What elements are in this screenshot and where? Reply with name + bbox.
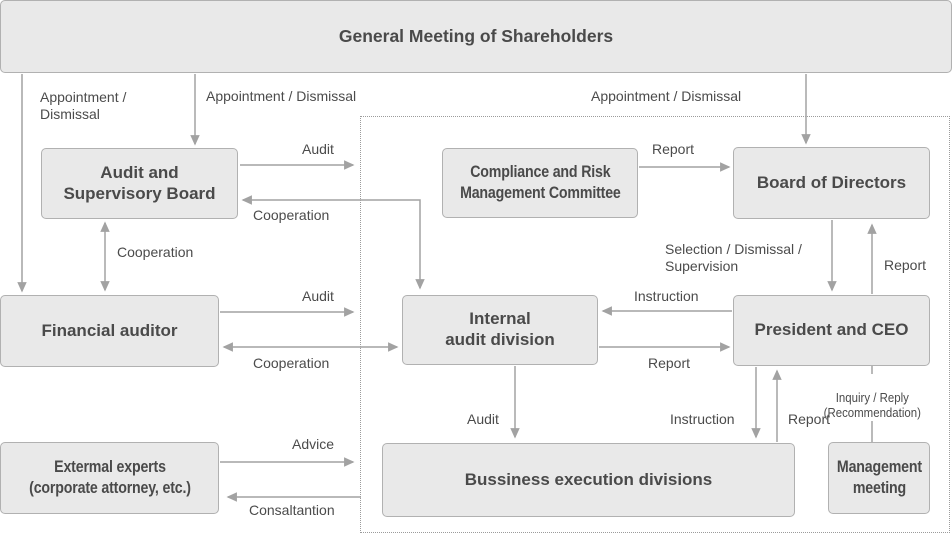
node-label: Financial auditor [41, 320, 178, 340]
node-management-meeting: Management meeting [828, 442, 930, 514]
edge-label-report-ceo-bod: Report [884, 257, 927, 273]
edge-label-selection-dismissal-supervision: Selection / Dismissal / Supervision [665, 241, 802, 274]
arrow-asb-iad-cooperation [241, 195, 425, 290]
edge-label-audit-asb: Audit [302, 141, 334, 157]
node-general-meeting-of-shareholders: General Meeting of Shareholders [0, 0, 952, 73]
edge-label-audit-fa: Audit [302, 288, 334, 304]
node-compliance-risk-management-committee: Compliance and Risk Management Committee [442, 148, 638, 218]
node-president-and-ceo: President and CEO [733, 295, 930, 366]
node-label: Internal audit division [445, 309, 555, 349]
edge-label-cooperation-iad-asb: Cooperation [253, 207, 330, 223]
internal-control-dotted-region [360, 116, 950, 533]
edge-label-cooperation-asb-fa: Cooperation [117, 244, 194, 260]
node-financial-auditor: Financial auditor [0, 295, 219, 367]
node-label: Extermal experts (corporate attorney, et… [28, 458, 191, 497]
edge-label-instruction-ceo-iad: Instruction [634, 288, 699, 304]
edge-label-inquiry-reply-text: Inquiry / Reply (Recommendation) [823, 389, 921, 421]
node-label: Compliance and Risk Management Committee [459, 163, 621, 202]
edge-label-appointment-dismissal-left: Appointment / Dismissal [40, 89, 127, 122]
node-internal-audit-division: Internal audit division [402, 295, 598, 365]
edge-label-report-bed-ceo: Report [788, 411, 831, 427]
edge-label-report-crmc-bod: Report [652, 141, 695, 157]
edge-label-report-iad-ceo: Report [648, 355, 691, 371]
node-label: Board of Directors [756, 172, 907, 192]
node-label: Bussiness execution divisions [464, 469, 713, 489]
edge-label-appointment-dismissal-mid: Appointment / Dismissal [206, 88, 357, 104]
node-external-experts: Extermal experts (corporate attorney, et… [0, 442, 219, 514]
edge-label-cooperation-fa-iad: Cooperation [253, 355, 330, 371]
edge-label-advice: Advice [292, 436, 335, 452]
edge-label-instruction-ceo-bed: Instruction [670, 411, 735, 427]
edge-label-consultation: Consaltantion [249, 502, 335, 518]
node-label: President and CEO [754, 320, 909, 340]
edge-label-appointment-dismissal-right: Appointment / Dismissal [591, 88, 742, 104]
node-label: Audit and Supervisory Board [63, 162, 216, 203]
node-business-execution-divisions: Bussiness execution divisions [382, 443, 795, 517]
node-label: General Meeting of Shareholders [338, 25, 614, 46]
node-audit-and-supervisory-board: Audit and Supervisory Board [41, 148, 238, 219]
edge-label-audit-iad-bed: Audit [467, 411, 499, 427]
edge-label-inquiry-reply: Inquiry / Reply (Recommendation) [812, 374, 932, 421]
node-board-of-directors: Board of Directors [733, 147, 930, 219]
node-label: Management meeting [836, 458, 922, 497]
